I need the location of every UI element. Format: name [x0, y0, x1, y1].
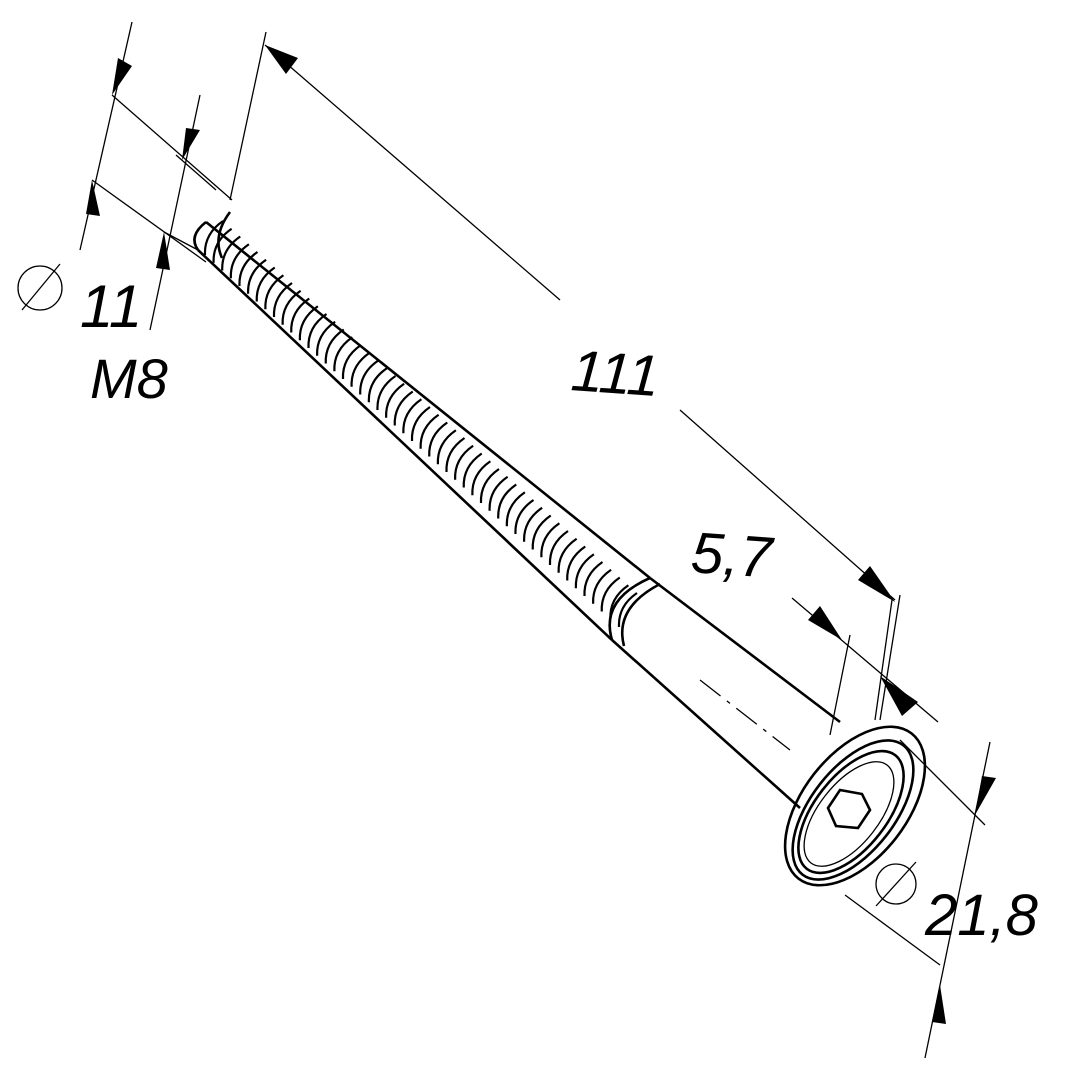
- bolt-body: [193, 211, 841, 809]
- thread-ridge: [264, 274, 285, 310]
- hex-socket-icon: [826, 788, 872, 830]
- diameter-symbol-icon: [17, 263, 63, 311]
- bolt-head: [783, 725, 927, 887]
- thread-ridge: [307, 313, 328, 349]
- thread-ridge: [341, 344, 362, 380]
- thread-ridge: [316, 320, 336, 356]
- length-value: 111: [569, 338, 661, 409]
- thread-ridge: [333, 336, 354, 372]
- thread-ridge: [359, 359, 379, 395]
- thread-ridge: [540, 522, 561, 558]
- thread-ridge: [324, 328, 345, 364]
- thread-ridge: [229, 243, 250, 279]
- thread-ridge: [488, 475, 509, 511]
- thread-ridge: [402, 398, 423, 434]
- thread-ridge: [247, 258, 267, 294]
- thread-ridge: [272, 282, 293, 318]
- thread-ridge: [445, 437, 466, 473]
- thread-ridge: [376, 375, 397, 411]
- thread-ridge: [281, 289, 302, 325]
- thread-ridge: [454, 444, 474, 480]
- thread-ridge: [471, 460, 492, 496]
- thread-ridges: [203, 220, 638, 628]
- thread-ridge: [290, 297, 310, 333]
- thread-ridge: [600, 576, 621, 612]
- thread-ridge: [557, 537, 578, 573]
- thread-ridge: [583, 561, 604, 597]
- thread-ridge: [238, 251, 259, 287]
- thread-ridge: [221, 235, 241, 271]
- thread-ridge: [479, 468, 500, 504]
- thread-ridge: [505, 491, 526, 527]
- thread-ridge: [419, 413, 440, 449]
- thread-ridge: [514, 499, 535, 535]
- thread-ridge: [393, 390, 414, 426]
- thread-ridge: [531, 514, 552, 550]
- dimension-head-diameter: 11: [17, 21, 233, 340]
- thread-ridge: [462, 452, 483, 488]
- dimension-flange-diameter: 21,8: [844, 739, 1038, 1059]
- thread-ridge: [566, 545, 586, 581]
- thread-ridge: [410, 406, 431, 442]
- thread-ridge: [617, 592, 638, 628]
- thread-ridge: [592, 568, 612, 604]
- thread-ridge: [203, 220, 224, 256]
- thread-ridge: [367, 367, 388, 403]
- flange-diameter-value: 21,8: [924, 883, 1038, 948]
- dimension-length: 111: [229, 31, 901, 721]
- thread-ridge: [548, 530, 569, 566]
- head-diameter-value: 11: [80, 273, 142, 340]
- thread-ridge: [385, 382, 405, 418]
- thread-ridge: [436, 429, 457, 465]
- thread-ridge: [350, 351, 371, 387]
- thread-ridge: [255, 266, 276, 302]
- thread-ridge: [574, 553, 595, 589]
- diameter-symbol-icon: [875, 861, 917, 907]
- head-height-value: 5,7: [689, 520, 777, 591]
- thread-value: M8: [90, 347, 168, 410]
- dimension-thread: M8: [90, 94, 217, 410]
- thread-ridge: [212, 227, 233, 263]
- thread-ridge: [523, 506, 543, 542]
- dimension-head-height: 5,7: [689, 520, 939, 736]
- thread-ridge: [298, 305, 319, 341]
- thread-ridge: [428, 421, 448, 457]
- thread-ridge: [497, 483, 517, 519]
